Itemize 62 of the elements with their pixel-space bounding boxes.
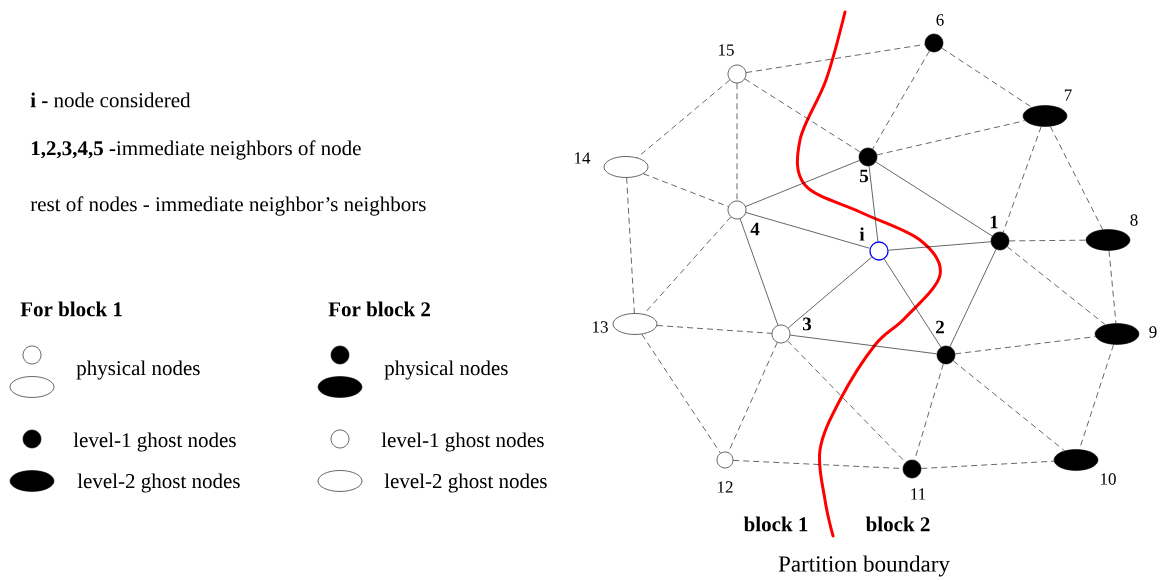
edge	[745, 44, 926, 73]
node-number: 13	[593, 321, 608, 333]
edge	[921, 460, 1055, 469]
edge	[872, 50, 930, 150]
edge	[941, 47, 1033, 108]
edge	[868, 165, 879, 242]
edge	[1002, 126, 1042, 233]
node-number: 6	[936, 14, 944, 26]
node-number: 1	[990, 215, 998, 229]
edge	[745, 160, 860, 207]
edge	[888, 241, 992, 251]
text-label: 1,2,3,4,5 -immediate neighbors of node	[31, 140, 361, 160]
edge	[954, 336, 1096, 355]
node-number: 11	[911, 488, 926, 500]
edge	[789, 334, 938, 355]
legend-text: level-1 ghost nodes	[73, 432, 236, 452]
edge	[643, 173, 729, 207]
edge	[733, 460, 903, 469]
text-label: i - node considered	[30, 92, 191, 108]
node-number: 10	[1101, 473, 1116, 485]
edge	[883, 258, 942, 348]
edge	[1108, 250, 1117, 324]
legend-text: level-2 ghost nodes	[384, 473, 547, 493]
legend-text: level-1 ghost nodes	[381, 432, 544, 452]
node-number: 5	[860, 169, 869, 183]
edge	[736, 83, 738, 201]
text-label: Partition boundary	[778, 555, 950, 577]
edge	[745, 212, 871, 249]
edge	[739, 218, 779, 326]
text-label: block 2	[865, 516, 930, 532]
edge	[641, 333, 721, 454]
edge	[744, 78, 861, 153]
node-number: 12	[718, 481, 733, 493]
edge	[1009, 239, 1086, 242]
edge	[636, 79, 731, 158]
node-number: 4	[750, 222, 760, 236]
node-number: 8	[1130, 214, 1138, 226]
node-number: 7	[1064, 89, 1072, 101]
text-label: For block 1	[20, 301, 122, 317]
edge	[914, 363, 944, 461]
edge	[643, 216, 732, 315]
edge	[626, 177, 635, 314]
edge	[949, 249, 997, 347]
node-number: 15	[719, 44, 734, 56]
legend-text: physical nodes	[384, 360, 508, 380]
legend-text: physical nodes	[76, 360, 200, 380]
text-label: For block 2	[328, 301, 430, 317]
edge	[952, 360, 1065, 452]
legend-text: level-2 ghost nodes	[77, 473, 240, 493]
edge	[787, 256, 872, 329]
node-number: 2	[936, 320, 944, 334]
node-number: i	[859, 227, 865, 241]
edge	[876, 120, 1026, 156]
edge	[875, 161, 993, 237]
node-number: 9	[1149, 326, 1157, 338]
text-label: rest of nodes - immediate neighbor’s neighbors	[30, 196, 426, 216]
node-number: 3	[803, 317, 812, 331]
text-label: block 1	[743, 516, 808, 532]
edge	[1050, 126, 1103, 230]
node-number: 14	[575, 152, 591, 164]
edge	[656, 325, 773, 334]
edge	[1007, 246, 1106, 326]
